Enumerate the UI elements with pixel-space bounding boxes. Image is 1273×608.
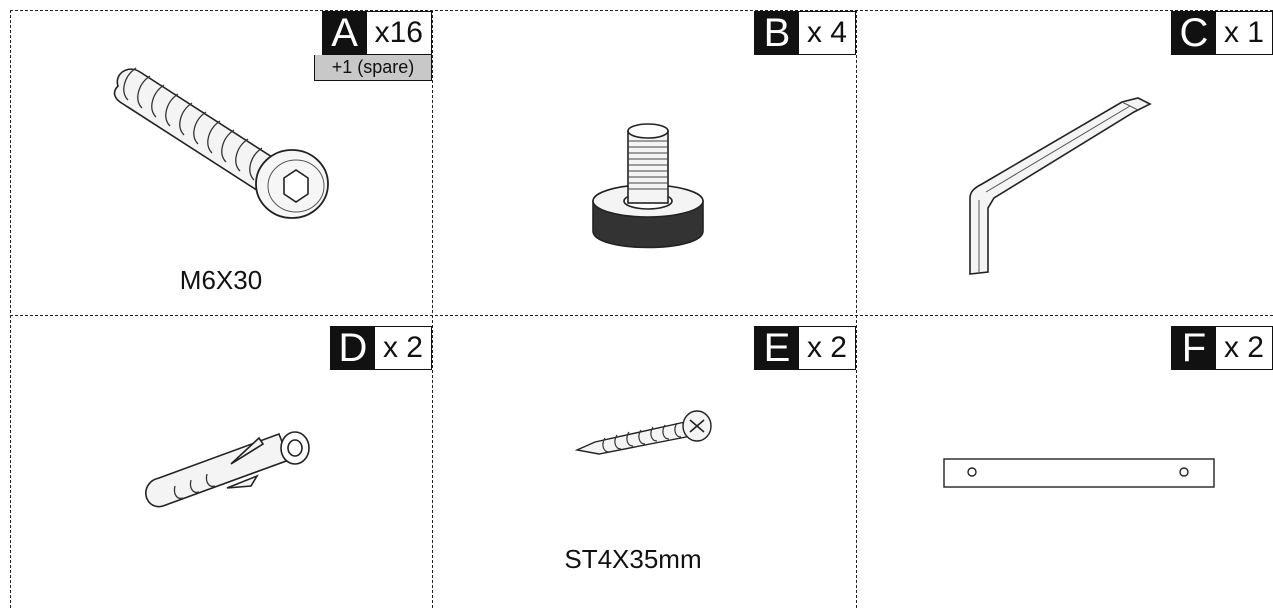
part-badge-e: E x 2 [753,326,856,370]
part-caption-e: ST4X35mm [564,544,702,574]
wall-anchor-icon [145,431,310,508]
grid-line-left [10,10,11,608]
grid-line-col2 [856,10,857,608]
part-spare-a: +1 (spare) [314,55,432,81]
part-letter-f: F [1171,327,1216,369]
grid-line-col1 [432,10,433,608]
part-letter-c: C [1171,12,1216,54]
part-cell-f: F x 2 [857,316,1273,608]
flat-bar-icon [943,458,1215,488]
allen-key-icon [969,97,1152,275]
part-cell-a: A x16 +1 (spare) M6X30 [11,11,432,315]
part-caption-a: M6X30 [179,265,263,295]
grid-line-middle [10,315,1273,316]
part-cell-d: D x 2 [11,316,432,608]
part-qty-f: x 2 [1223,331,1264,364]
part-letter-e: E [754,327,799,369]
part-qty-b: x 4 [806,16,847,49]
part-cell-b: B x 4 [433,11,856,315]
part-letter-a: A [322,12,367,54]
part-qty-e: x 2 [806,331,847,364]
part-qty-c: x 1 [1223,16,1264,49]
part-cell-e: E x 2 ST4X35mm [433,316,856,608]
bolt-icon [113,67,329,219]
part-qty-a: x16 [374,16,423,49]
part-badge-d: D x 2 [329,326,432,370]
wood-screw-icon [574,410,712,455]
part-badge-c: C x 1 [1170,11,1273,55]
part-badge-a: A x16 [321,11,432,55]
part-badge-b: B x 4 [753,11,856,55]
thumb-screw-icon [592,123,704,249]
part-letter-b: B [754,12,799,54]
part-letter-d: D [330,327,375,369]
part-qty-d: x 2 [382,331,423,364]
part-cell-c: C x 1 [857,11,1273,315]
grid-line-top [10,10,1273,11]
part-badge-f: F x 2 [1170,326,1273,370]
